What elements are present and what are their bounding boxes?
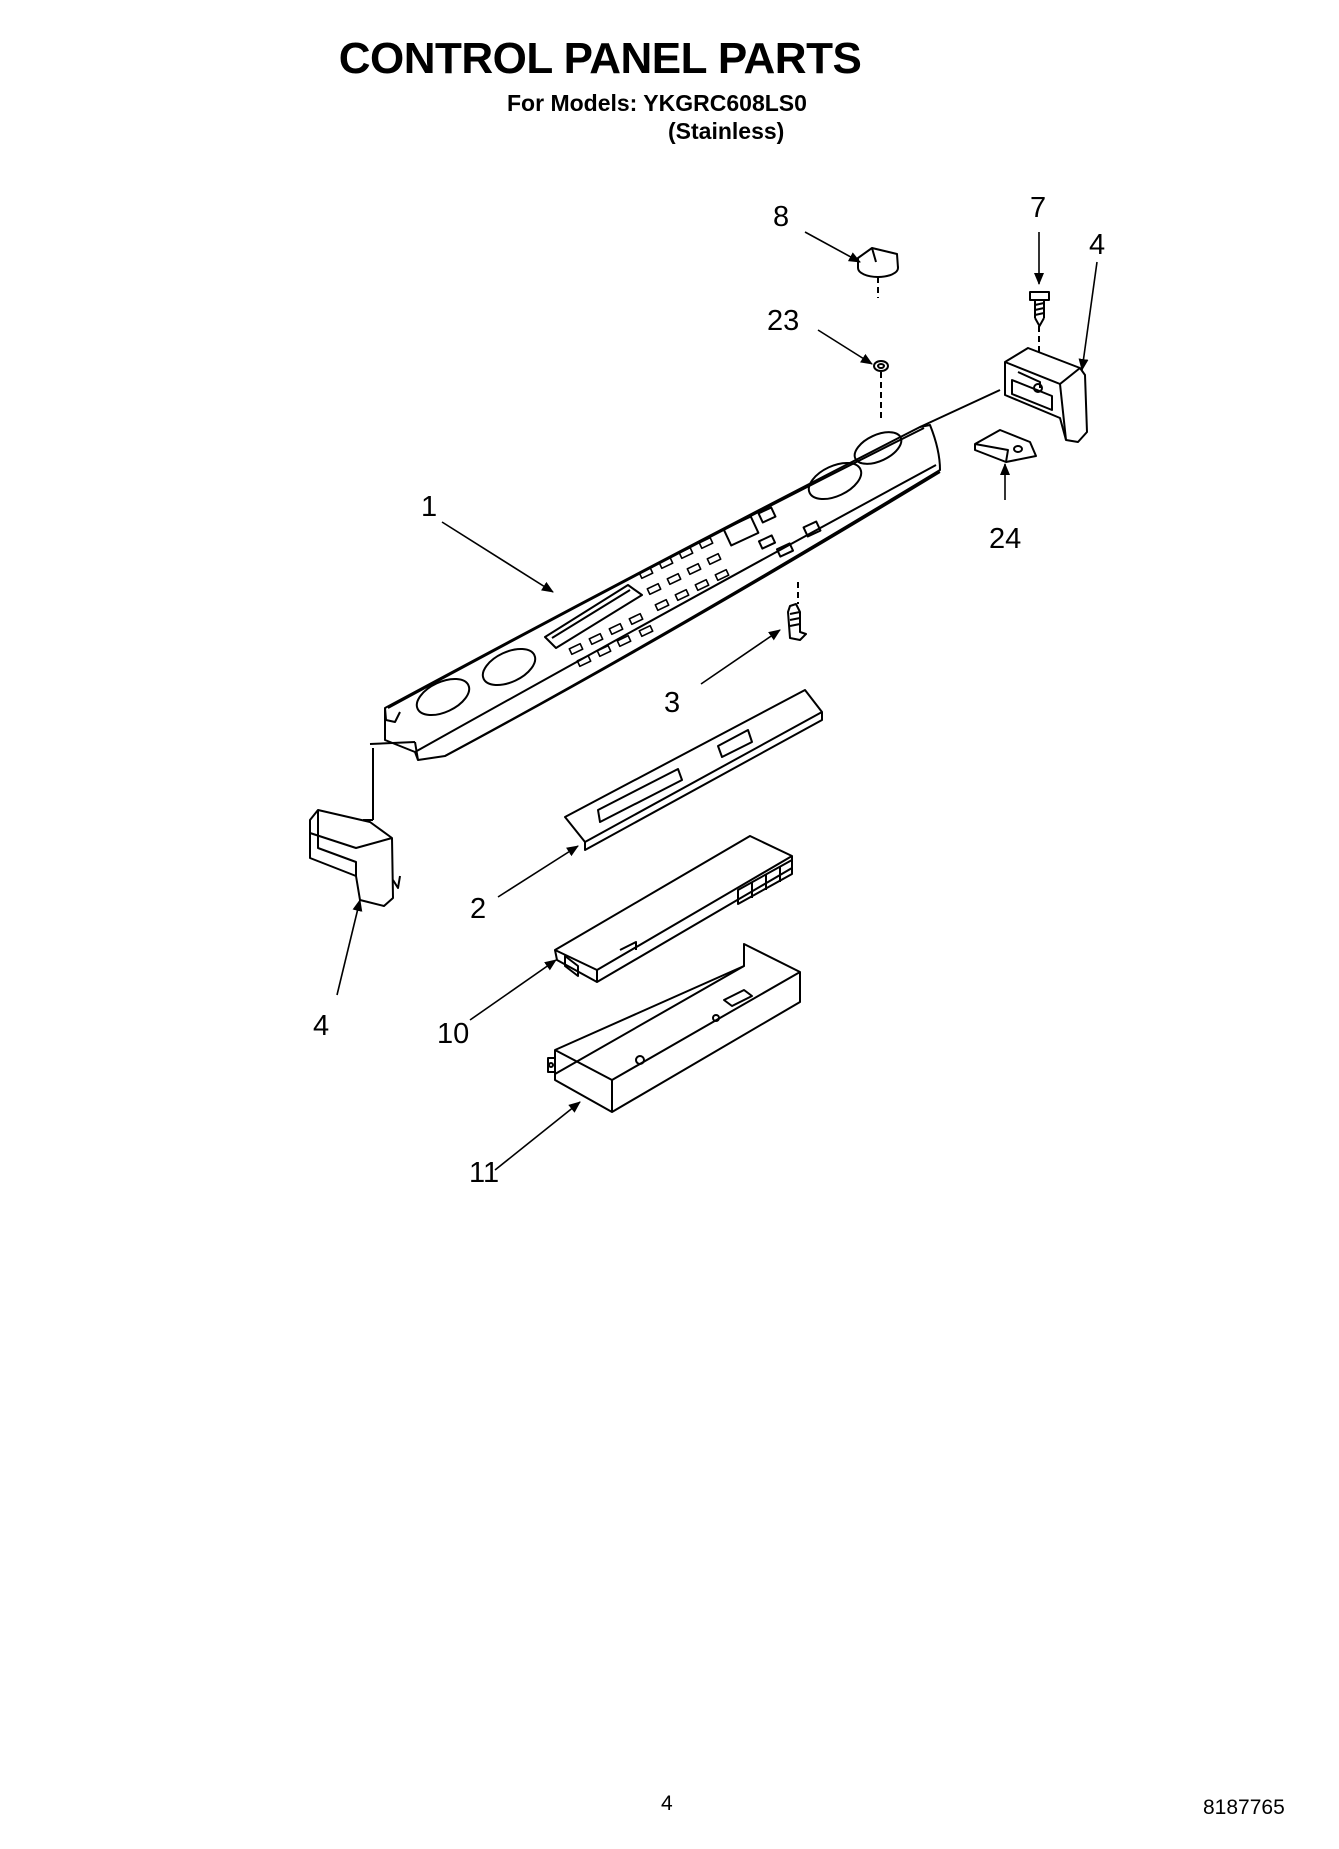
- part-23-washer: [873, 360, 889, 418]
- callout-8: 8: [773, 201, 789, 233]
- part-1-control-panel: [369, 389, 1001, 761]
- part-3-screw: [787, 582, 807, 641]
- callout-11: 11: [469, 1157, 499, 1189]
- part-2-overlay: [564, 689, 823, 851]
- part-4-right-end-cap: [1004, 347, 1088, 443]
- part-11-enclosure: [547, 943, 801, 1113]
- part-10-control-board: [554, 835, 793, 983]
- page-number: 4: [661, 1792, 673, 1815]
- callout-1: 1: [421, 491, 437, 523]
- part-24-clip: [974, 429, 1037, 463]
- callout-3: 3: [664, 687, 680, 719]
- callout-10: 10: [437, 1018, 469, 1050]
- callout-23: 23: [767, 305, 799, 337]
- page-title: CONTROL PANEL PARTS: [338, 34, 862, 83]
- callout-leaders: [336, 231, 1098, 1171]
- models-line: For Models: YKGRC608LS0: [507, 90, 807, 116]
- callout-4-left: 4: [313, 1010, 329, 1042]
- part-8-knob: [857, 247, 899, 298]
- callout-2: 2: [470, 893, 486, 925]
- callout-4-top: 4: [1089, 229, 1105, 261]
- variant-label: (Stainless): [668, 118, 785, 144]
- callout-7: 7: [1030, 192, 1046, 224]
- callout-24: 24: [989, 523, 1021, 555]
- part-4-left-end-cap: [309, 748, 401, 907]
- document-number: 8187765: [1203, 1796, 1285, 1819]
